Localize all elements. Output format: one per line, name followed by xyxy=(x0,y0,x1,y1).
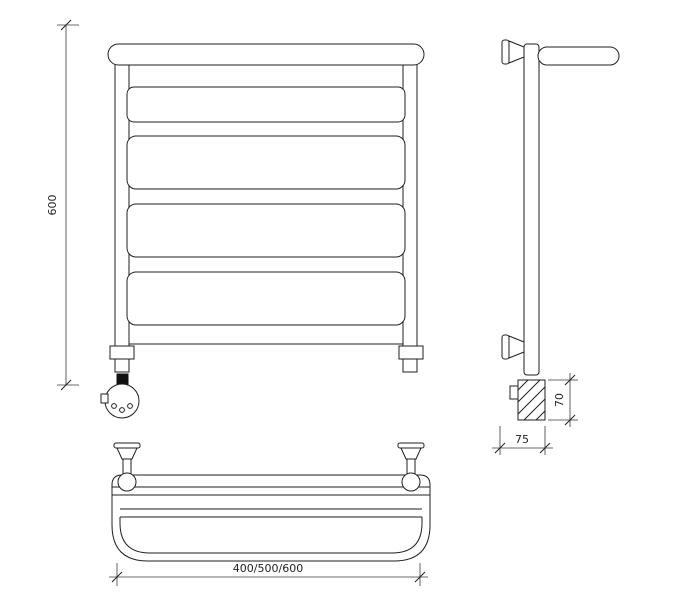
box-depth-dimension: 75 xyxy=(492,426,553,455)
front-rung-4 xyxy=(126,271,406,326)
wall-bracket-bottom-cone xyxy=(508,335,525,359)
plan-bracket-left-cap xyxy=(113,442,141,449)
front-rung-2 xyxy=(126,135,406,190)
wall-bracket-bottom-flange xyxy=(501,334,510,360)
plan-bracket-right-cap xyxy=(397,442,425,449)
box-depth-dimension-label: 75 xyxy=(515,433,529,446)
front-right-wall-cap xyxy=(398,345,424,360)
width-dimension: 400/500/600 xyxy=(109,562,428,586)
wall-bracket-top-cone xyxy=(508,40,525,64)
element-box-cable-notch xyxy=(509,385,519,400)
plan-bracket-left xyxy=(113,442,141,477)
plan-right-post-circle xyxy=(401,472,421,492)
plan-bracket-left-cone xyxy=(116,447,138,460)
side-top-bar xyxy=(537,46,620,66)
side-post xyxy=(523,43,540,376)
heating-element-pin-2 xyxy=(119,407,125,413)
box-depth-tick-right xyxy=(539,442,551,454)
heating-element-pin-1 xyxy=(111,403,117,409)
heating-element-dial xyxy=(100,373,140,419)
width-dimension-label: 400/500/600 xyxy=(233,562,303,575)
wall-bracket-top xyxy=(501,39,525,65)
box-height-dimension-label: 70 xyxy=(553,393,566,407)
heating-element-pin-3 xyxy=(127,403,133,409)
plan-bracket-right xyxy=(397,442,425,477)
width-dim-tick-right xyxy=(414,571,426,583)
plan-bracket-right-cone xyxy=(400,447,422,460)
plan-frame-outline xyxy=(111,474,431,562)
wall-bracket-top-flange xyxy=(501,39,510,65)
height-dim-tick-bottom xyxy=(60,379,72,391)
box-height-tick-top xyxy=(564,374,576,386)
top-view: 400/500/600 xyxy=(109,442,431,586)
height-dimension-label: 600 xyxy=(46,195,59,216)
front-view: 600 xyxy=(46,19,425,419)
front-left-wall-cap xyxy=(109,345,135,360)
height-dimension: 600 xyxy=(46,19,79,391)
element-box xyxy=(509,379,546,421)
front-rung-3 xyxy=(126,203,406,258)
front-top-bar xyxy=(107,43,425,66)
box-height-dimension: 70 xyxy=(548,373,578,427)
heating-element-tab xyxy=(100,393,109,404)
wall-bracket-bottom xyxy=(501,334,525,360)
box-depth-tick-left xyxy=(494,442,506,454)
plan-tube-lines xyxy=(112,486,430,554)
element-box-hatching xyxy=(517,379,546,421)
plan-left-post-circle xyxy=(117,472,137,492)
front-rungs xyxy=(126,86,406,326)
heating-element-connector-icon xyxy=(116,373,129,386)
side-view: 70 75 xyxy=(492,39,620,455)
height-dim-tick-top xyxy=(60,19,72,31)
box-height-tick-bottom xyxy=(564,414,576,426)
width-dim-tick-left xyxy=(111,571,123,583)
front-rung-1 xyxy=(126,86,406,123)
